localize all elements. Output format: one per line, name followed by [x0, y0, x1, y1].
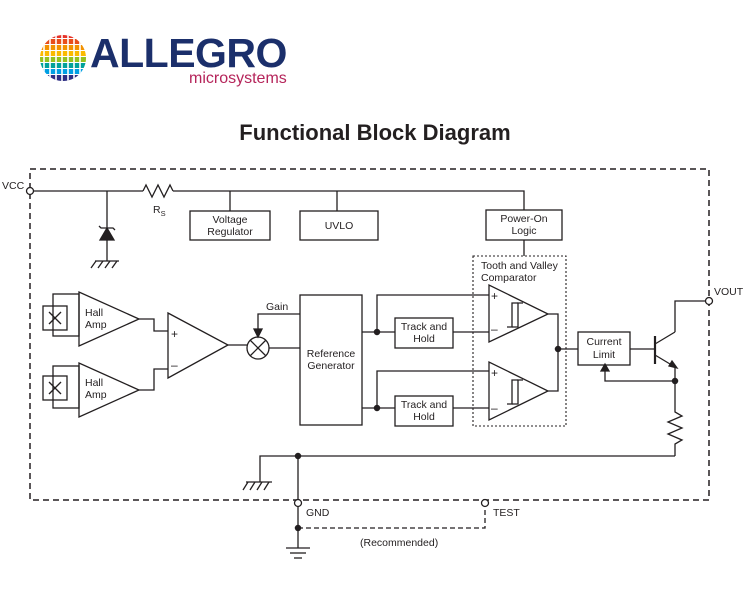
hall-element-top-icon	[42, 293, 80, 337]
comparator-bottom-minus: –	[491, 401, 498, 415]
package-outline	[29, 168, 710, 501]
track-hold-bottom-label-1: Track and	[401, 399, 447, 411]
hall-amp-top	[78, 290, 141, 348]
comparator-top-minus: –	[491, 322, 498, 336]
test-pin-icon	[480, 498, 490, 508]
uvlo-label: UVLO	[325, 220, 354, 232]
ground-rail	[259, 455, 675, 482]
gain-label: Gain	[266, 301, 288, 313]
current-limit-label-1: Current	[586, 336, 621, 348]
vcc-label: VCC	[2, 180, 25, 192]
power-on-logic-label-2: Logic	[511, 225, 536, 237]
hysteresis-top-icon	[507, 302, 518, 328]
page-title: Functional Block Diagram	[239, 120, 511, 145]
track-hold-top-label-2: Hold	[413, 333, 435, 345]
logo-mark-icon	[40, 35, 86, 81]
diff-amp-minus: –	[171, 358, 178, 372]
hall-amp-top-label-1: Hall	[85, 307, 103, 319]
comparator-bottom-plus: +	[491, 366, 498, 380]
hall-amp-bottom-label-1: Hall	[85, 377, 103, 389]
sense-resistor-icon	[666, 408, 684, 456]
power-on-logic-label-1: Power-On	[500, 213, 547, 225]
hall-element-bottom-icon	[42, 365, 80, 409]
reference-generator-block	[299, 294, 363, 426]
track-hold-bottom-label-2: Hold	[413, 411, 435, 423]
vcc-pin-icon	[25, 186, 35, 196]
vcc-rail-right	[173, 190, 525, 210]
recommended-note: (Recommended)	[360, 537, 438, 549]
diff-amp-plus: +	[171, 327, 178, 341]
track-and-hold-bottom	[394, 395, 454, 427]
reference-generator-label-2: Generator	[307, 360, 355, 372]
comparator-bottom	[488, 360, 550, 422]
voltage-regulator-label-2: Regulator	[207, 226, 253, 238]
test-to-gnd-strap	[298, 507, 486, 529]
hysteresis-bottom-icon	[507, 379, 518, 405]
vout-pin-icon	[704, 296, 714, 306]
comparator-group-label-2: Comparator	[481, 272, 537, 284]
current-limit-label-2: Limit	[593, 349, 615, 361]
differential-amp	[167, 311, 230, 380]
track-hold-top-label-1: Track and	[401, 321, 447, 333]
comparator-top-plus: +	[491, 289, 498, 303]
hall-amp-bottom-label-2: Amp	[85, 389, 107, 401]
zener-diode-icon	[90, 191, 119, 269]
comparator-group-label-1: Tooth and Valley	[481, 260, 559, 272]
hall-amp-bottom	[78, 361, 141, 419]
output-transistor-icon	[653, 331, 679, 370]
rs-resistor-icon	[142, 183, 174, 199]
voltage-regulator-block	[189, 210, 271, 241]
gnd-label: GND	[306, 507, 330, 519]
hall-amp-top-label-2: Amp	[85, 319, 107, 331]
comparator-top	[488, 283, 550, 344]
rs-label: RS	[153, 204, 166, 218]
brand-tagline: microsystems	[189, 70, 287, 87]
voltage-regulator-label-1: Voltage	[212, 214, 247, 226]
gnd-pin-icon	[293, 498, 303, 508]
uvlo-block	[299, 210, 379, 241]
test-label: TEST	[493, 507, 520, 519]
reference-generator-label-1: Reference	[307, 348, 356, 360]
comparator-region	[472, 255, 567, 427]
allegro-logo: ALLEGRO microsystems	[38, 31, 287, 88]
brand-name: ALLEGRO	[90, 30, 287, 76]
track-and-hold-top	[394, 317, 454, 349]
vout-label: VOUT	[714, 286, 744, 298]
